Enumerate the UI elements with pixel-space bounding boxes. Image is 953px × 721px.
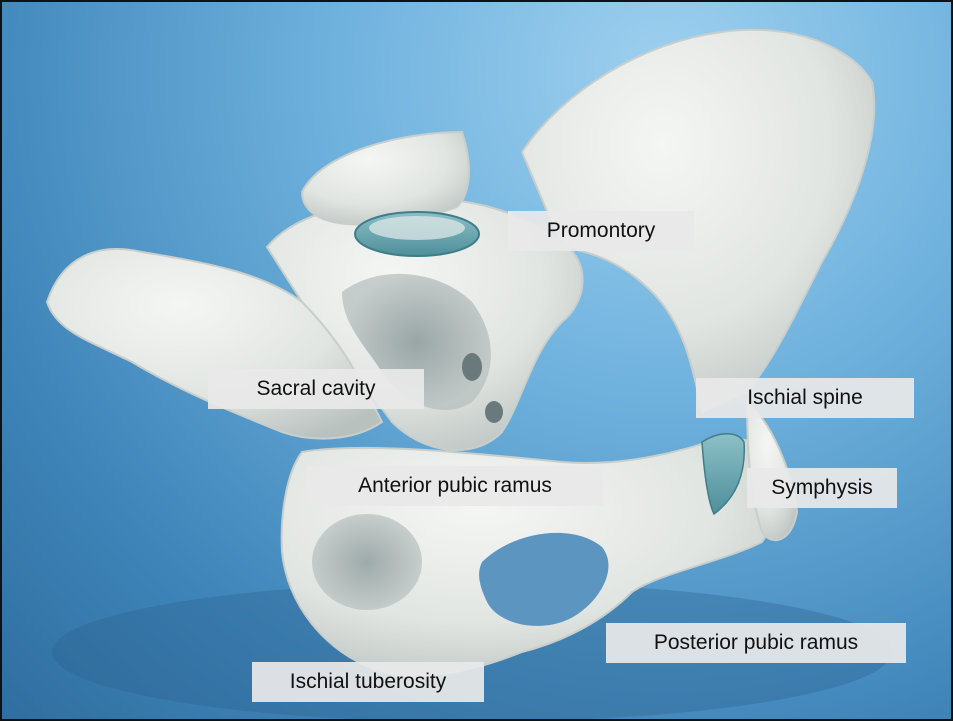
label-sacral-cavity: Sacral cavity xyxy=(208,369,424,409)
label-symphysis: Symphysis xyxy=(747,468,897,508)
disc-top xyxy=(369,216,465,240)
acetabulum xyxy=(312,514,422,610)
sacral-foramen xyxy=(462,353,482,381)
lumbar-vertebra xyxy=(302,132,469,225)
sacral-foramen xyxy=(485,401,503,423)
label-posterior-pubic-ramus: Posterior pubic ramus xyxy=(606,623,906,663)
label-anterior-pubic-ramus: Anterior pubic ramus xyxy=(307,466,603,506)
label-ischial-tuberosity: Ischial tuberosity xyxy=(252,662,484,702)
label-promontory: Promontory xyxy=(508,211,694,251)
label-ischial-spine: Ischial spine xyxy=(696,378,914,418)
